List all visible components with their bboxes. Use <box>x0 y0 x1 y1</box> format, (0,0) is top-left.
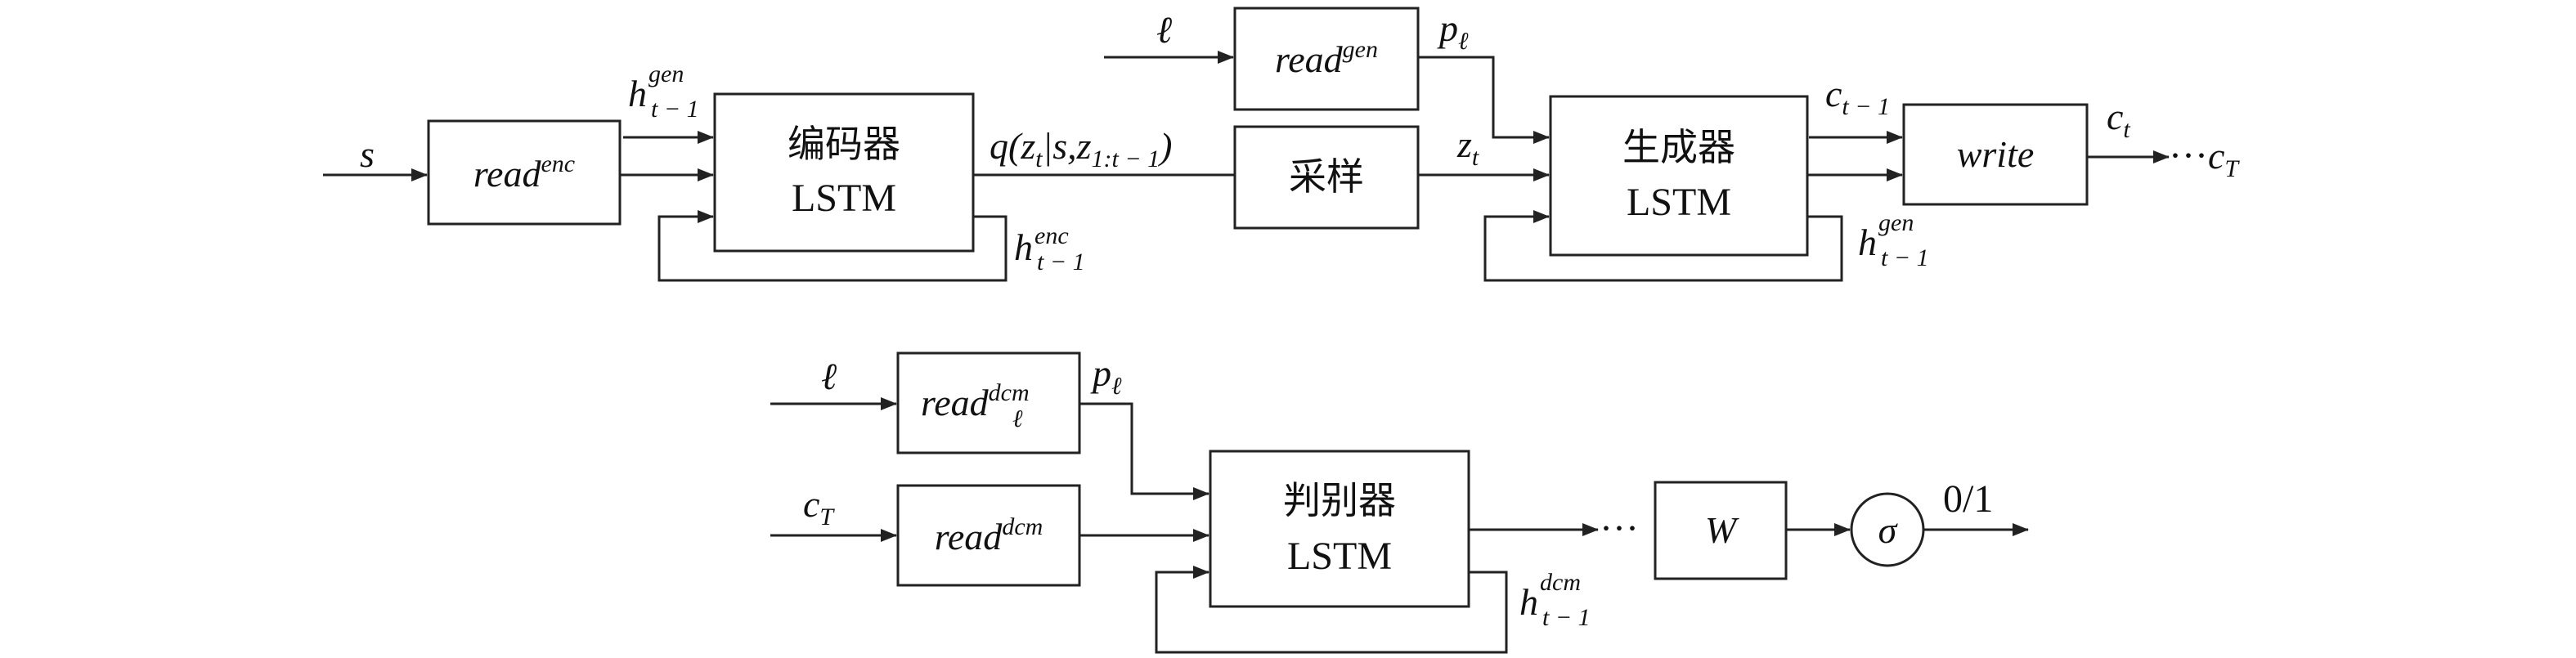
z-t-label: zt <box>1456 123 1479 171</box>
output-label: 0/1 <box>1943 477 1993 521</box>
c-T-input-label: cT <box>803 483 835 530</box>
encoder-name: 编码器 <box>788 122 900 166</box>
read-enc-box <box>427 119 622 226</box>
generator-feedback-loop <box>1483 210 1843 282</box>
c-T-output-label: ···cT <box>2169 134 2240 182</box>
sigma-label: σ <box>1878 509 1899 551</box>
encoder-type: LSTM <box>792 177 896 220</box>
generator-type: LSTM <box>1627 181 1731 224</box>
p-ell-to-discriminator-arrow <box>1079 402 1209 500</box>
input-s-label: s <box>360 133 375 175</box>
read-dcm-label: readdcm <box>935 513 1043 557</box>
c-t-label: ct <box>2107 96 2130 143</box>
generator-name: 生成器 <box>1622 125 1735 169</box>
discriminator-lstm-box <box>1209 450 1470 608</box>
encoder-lstm-box <box>713 92 975 253</box>
read-enc-label: readenc <box>473 150 575 195</box>
p-ell-label: pℓ <box>1437 7 1469 55</box>
encoder-feedback-loop <box>657 210 1008 282</box>
read-dcm-box <box>896 484 1081 587</box>
generator-lstm-box <box>1549 95 1809 257</box>
w-label: W <box>1705 509 1739 551</box>
discriminator-type: LSTM <box>1287 535 1392 578</box>
q-distribution-label: q(zt|s,z1:t − 1) <box>990 125 1172 172</box>
c-prev-label: ct − 1 <box>1825 73 1890 120</box>
discriminator-feedback-loop <box>1155 566 1508 654</box>
read-gen-box <box>1233 7 1420 111</box>
sampler-box <box>1233 125 1420 230</box>
sampler-label: 采样 <box>1289 154 1364 199</box>
write-box <box>1902 103 2089 206</box>
ell-input-bottom-label: ℓ <box>821 356 837 397</box>
dots-label: ··· <box>1600 507 1639 550</box>
read-gen-label: readgen <box>1275 36 1378 80</box>
p-ell-to-generator-arrow <box>1418 56 1550 144</box>
ell-input-label: ℓ <box>1156 9 1173 51</box>
discriminator-name: 判别器 <box>1283 478 1396 522</box>
p-ell-bottom-label: pℓ <box>1090 352 1122 400</box>
write-label: write <box>1957 133 2035 175</box>
